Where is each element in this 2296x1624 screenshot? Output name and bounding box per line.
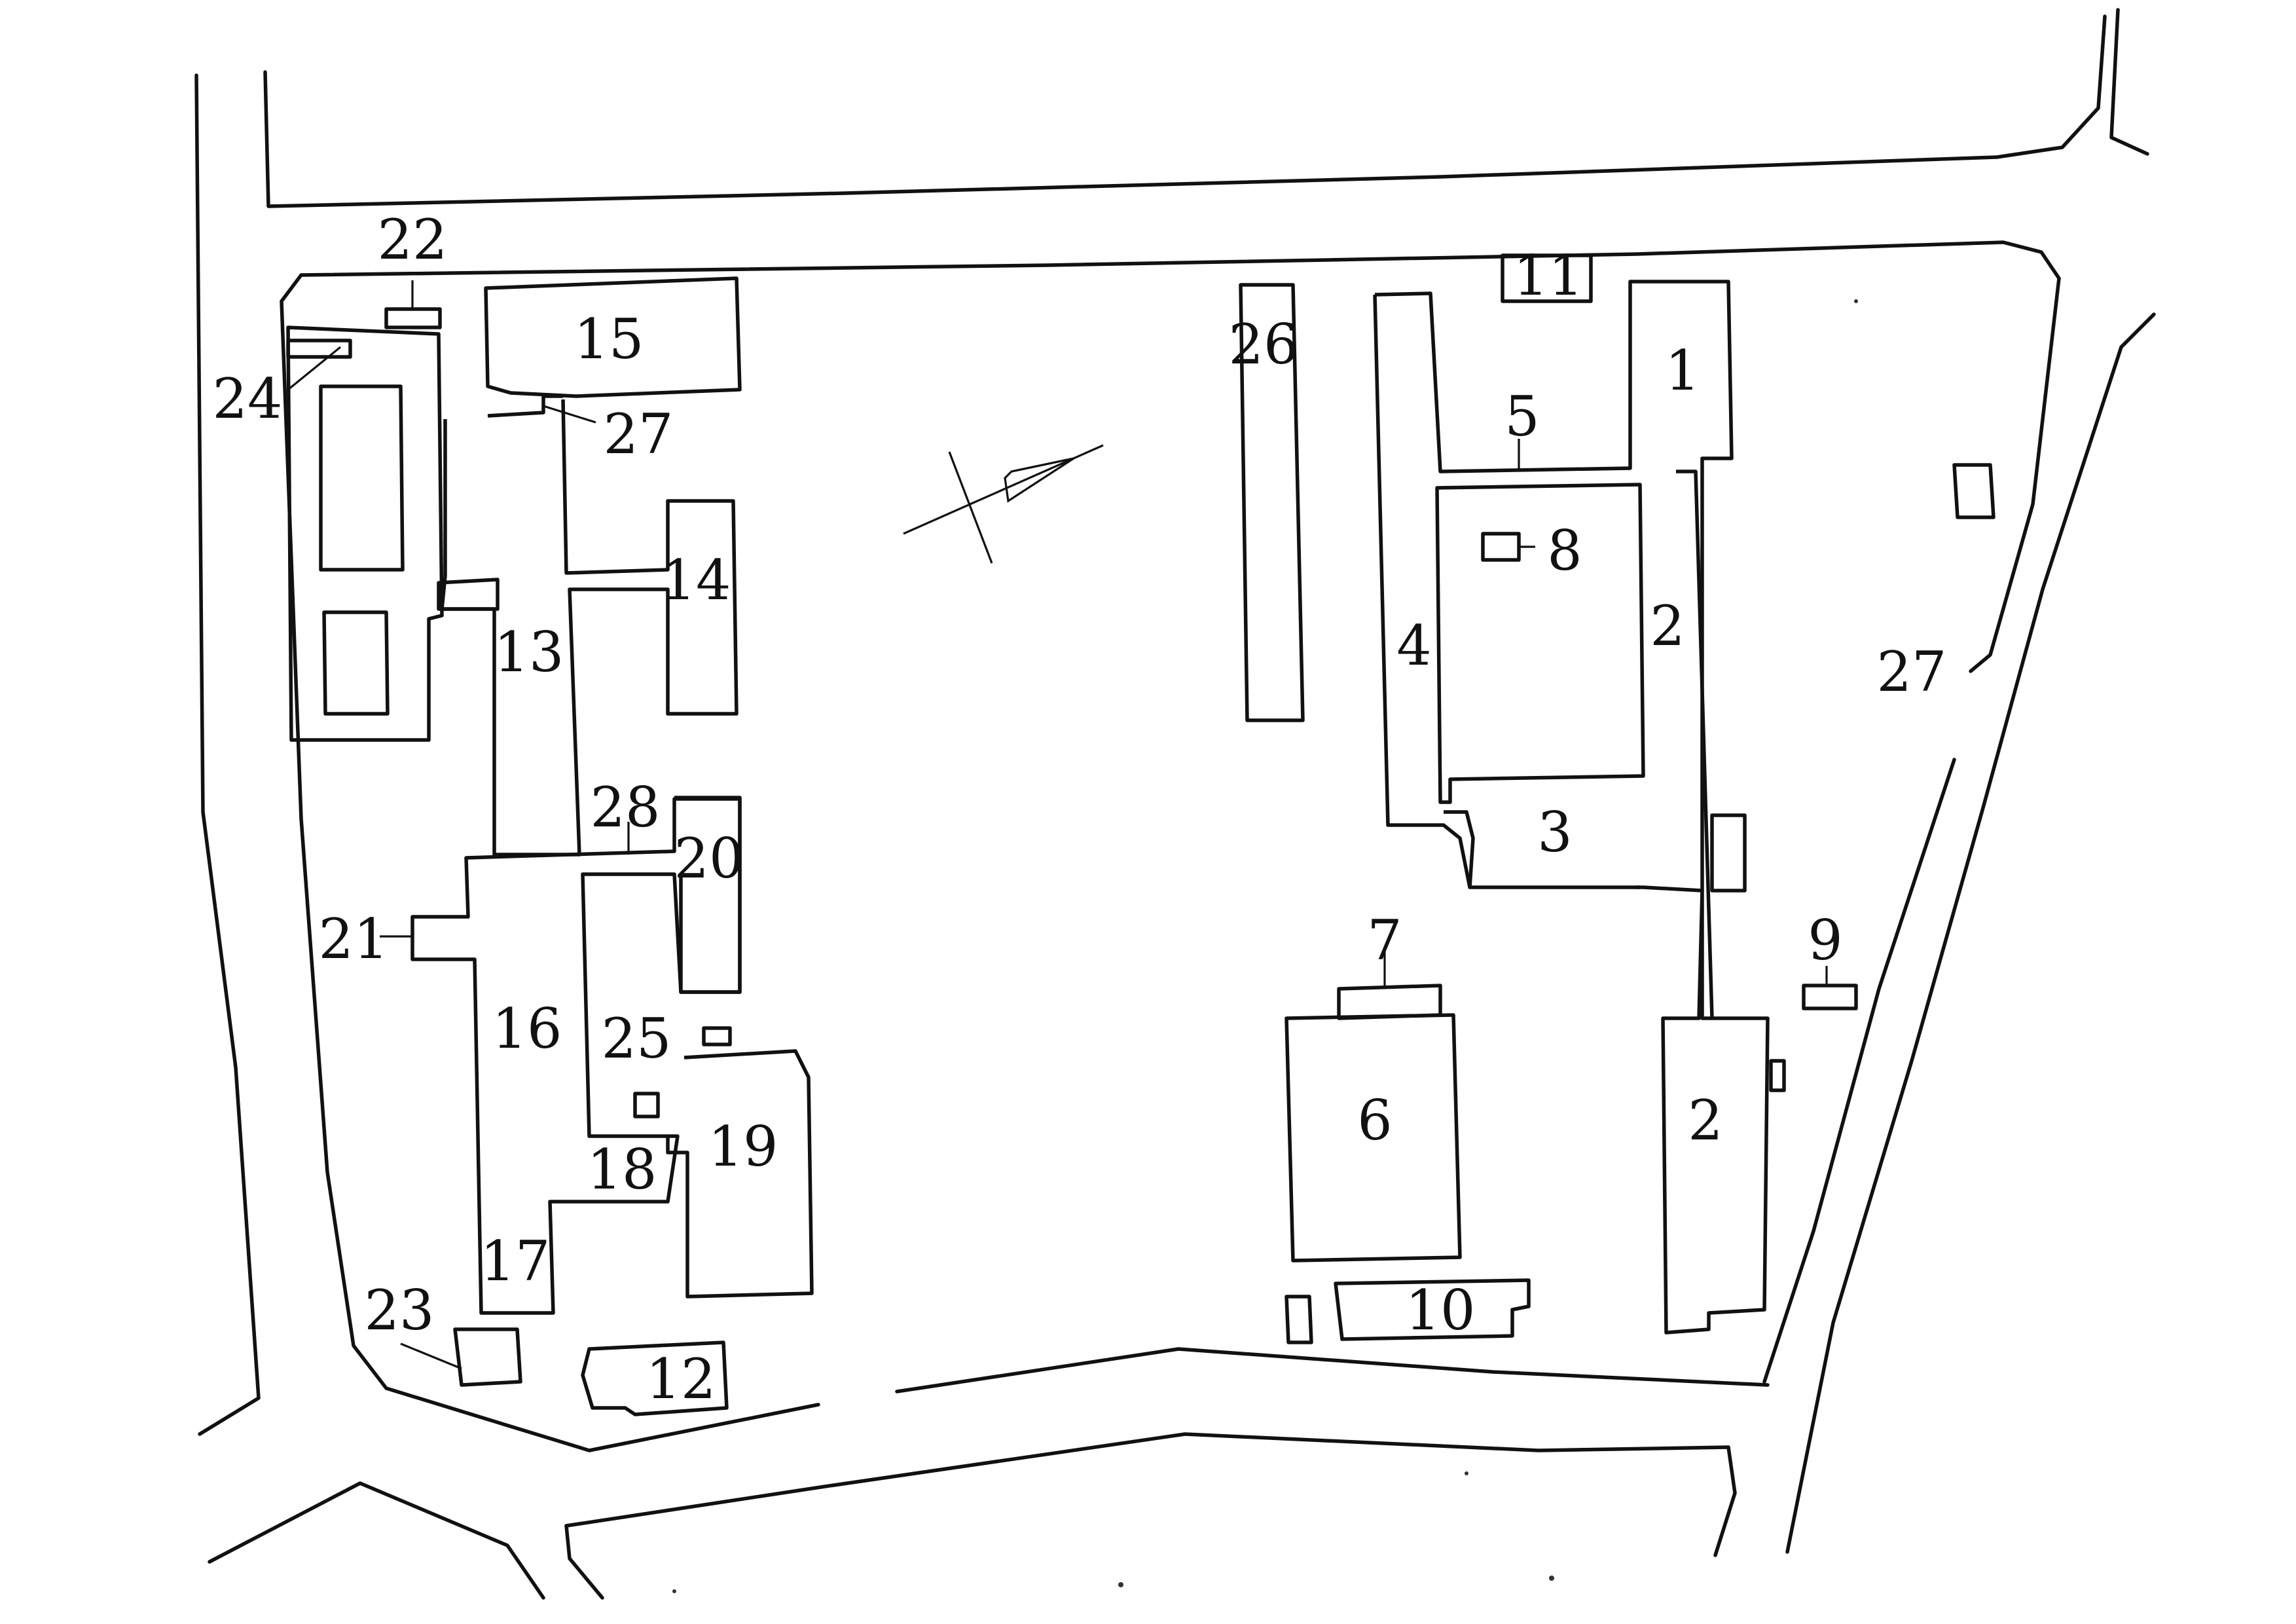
road-bottom-edge [564, 1432, 1737, 1557]
label-b5: 5 [1504, 384, 1539, 449]
label-b8: 8 [1547, 519, 1582, 583]
label-b27-right: 27 [1877, 640, 1947, 704]
building-3 [1444, 810, 1475, 888]
building-7 [1337, 984, 1442, 1020]
label-b14: 14 [661, 548, 731, 612]
label-b22: 22 [378, 208, 448, 272]
label-b18: 18 [587, 1137, 657, 1202]
building-small-25b [633, 1092, 660, 1118]
label-b2-upper: 2 [1650, 594, 1685, 658]
building-10 [1334, 1278, 1531, 1341]
building-2-upper-east [1676, 470, 1714, 1019]
building-24 [286, 339, 352, 359]
label-b20: 20 [674, 826, 744, 891]
label-b15: 15 [574, 307, 644, 371]
inner-court-lower [322, 610, 390, 716]
building-small-10b [1285, 1295, 1313, 1344]
road-right-inner-edge [1762, 758, 1956, 1384]
building-11 [1501, 253, 1593, 303]
building-23 [453, 1327, 522, 1387]
leader-lines [287, 280, 1828, 1370]
label-b13: 13 [494, 620, 564, 684]
building-4-west [1373, 294, 1640, 889]
site-boundary [299, 240, 2061, 673]
building-26 [1239, 283, 1305, 722]
building-small-25a [702, 1026, 732, 1046]
label-b2-lower: 2 [1688, 1088, 1722, 1153]
building-8-court [1435, 483, 1645, 804]
label-b4: 4 [1396, 614, 1431, 678]
building-8 [1481, 532, 1521, 562]
building-9 [1802, 984, 1858, 1010]
building-4-5-1 [1374, 280, 1770, 1335]
building-small-east [1710, 813, 1747, 893]
building-20 [674, 796, 742, 994]
label-b7: 7 [1367, 908, 1402, 972]
north-arrow-icon [903, 444, 1104, 564]
label-b1: 1 [1665, 339, 1700, 403]
building-13-link [437, 578, 500, 611]
label-b25: 25 [602, 1006, 672, 1071]
road-bottom-left-inner [208, 1481, 545, 1600]
label-b27-top: 27 [604, 402, 674, 466]
scan-specks [672, 299, 1858, 1593]
label-b9: 9 [1808, 908, 1842, 972]
label-b11: 11 [1514, 244, 1584, 308]
label-b6: 6 [1357, 1088, 1392, 1153]
label-b10: 10 [1406, 1278, 1476, 1342]
building-12 [581, 1340, 729, 1416]
site-boundary-west [280, 273, 820, 1452]
building-19 [666, 1049, 814, 1299]
building-6 [1285, 1013, 1462, 1263]
east-complex [1239, 253, 1995, 1344]
building-labels: 22 24 15 27 14 13 28 20 21 16 25 19 18 1… [213, 208, 1947, 1411]
road-right-outer-edge [1785, 312, 2156, 1554]
label-b23: 23 [365, 1278, 435, 1342]
label-b19: 19 [708, 1115, 778, 1179]
label-b26: 26 [1229, 312, 1299, 377]
building-27-connector [487, 394, 563, 418]
west-complex [286, 276, 814, 1416]
label-b12: 12 [646, 1347, 716, 1411]
building-small-9b [1769, 1059, 1786, 1092]
inner-court-upper [319, 384, 405, 572]
building-22 [384, 307, 442, 329]
road-top-right-stub [2109, 8, 2149, 156]
building-13 [440, 399, 738, 857]
road-bottom-left-outer [564, 1524, 604, 1600]
building-27-right [1952, 463, 1995, 519]
site-boundary-south [895, 1347, 1770, 1393]
label-b16: 16 [492, 997, 562, 1061]
road-top-lower-edge [263, 14, 2107, 208]
label-b21: 21 [319, 907, 389, 971]
label-b17: 17 [481, 1229, 551, 1293]
building-15 [484, 276, 742, 398]
building-west-wing [286, 325, 444, 742]
label-b3: 3 [1537, 800, 1572, 864]
label-b28: 28 [591, 775, 661, 840]
road-left-outer-edge [194, 73, 261, 1436]
roads [194, 8, 2156, 1600]
label-b24: 24 [213, 367, 283, 431]
